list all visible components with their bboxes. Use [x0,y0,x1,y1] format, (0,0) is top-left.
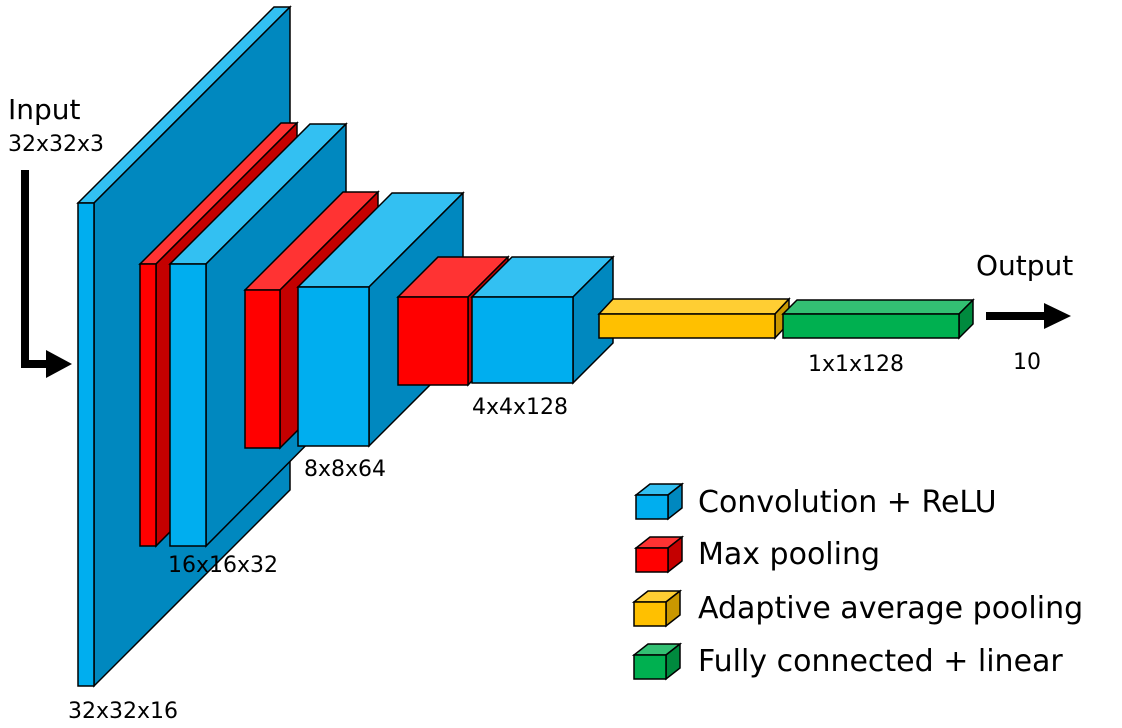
legend-item-conv: Convolution + ReLU [633,482,997,521]
layer-conv-8x8x64-front [297,286,370,447]
output-title: Output [976,249,1073,282]
legend-adaptive-label: Adaptive average pooling [698,591,1083,626]
label-1x1x128: 1x1x128 [808,352,904,377]
legend-item-adaptive: Adaptive average pooling [631,589,1083,628]
legend-conv-swatch [633,482,685,521]
layer-fc-front [782,313,960,339]
label-32x32x16: 32x32x16 [68,699,178,724]
legend-item-pool: Max pooling [633,535,880,574]
legend-fc-label: Fully connected + linear [698,644,1063,679]
legend-conv-label: Convolution + ReLU [698,485,997,520]
layer-conv-16x16x32-front [169,263,207,547]
layer-conv-32x32x16-front [77,202,95,687]
output-size: 10 [1013,350,1041,375]
layer-conv-4x4x128-front [471,296,574,384]
layer-adaptive-pool [597,297,791,340]
output-arrow [986,303,1071,329]
layer-fc-top [781,299,975,315]
label-8x8x64: 8x8x64 [304,457,386,482]
legend-adaptive-swatch [631,589,683,628]
label-16x16x32: 16x16x32 [168,553,278,578]
input-title: Input [8,93,81,126]
layer-adaptive-pool-front [598,313,776,339]
layer-adaptive-pool-top [597,298,791,315]
legend-pool-label: Max pooling [698,537,880,572]
legend-pool-swatch [633,535,685,574]
legend-item-fc: Fully connected + linear [631,642,1063,681]
legend-fc-swatch [631,642,683,681]
layer-pool-3 [396,255,510,387]
input-arrow [21,170,72,378]
label-4x4x128: 4x4x128 [472,395,568,420]
input-size: 32x32x3 [8,132,104,157]
layer-pool-3-front [397,296,469,386]
layer-conv-4x4x128 [470,255,615,385]
legend: Convolution + ReLU Max pooling Adaptive … [631,482,1083,681]
layer-pool-1-front [139,263,157,547]
layer-fc-1x1x128 [781,298,975,340]
layer-pool-2-front [244,289,281,449]
